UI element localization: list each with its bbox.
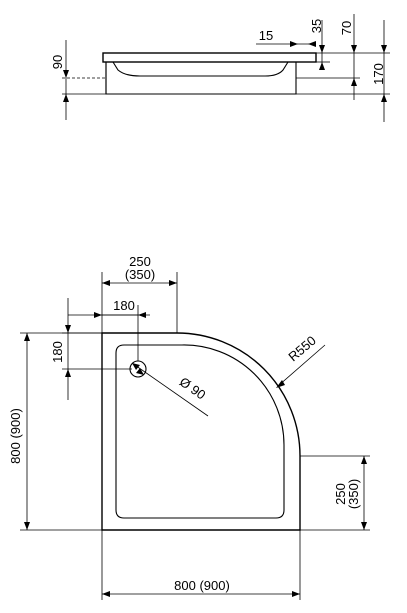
dim-90-label: 90 [50,55,65,69]
plan-view: Ø 90 R550 250 (350) 180 180 800 (90 [8,254,370,600]
dim-top-250: 250 [129,254,151,269]
tray-body [105,61,297,95]
dim-70-label: 70 [339,21,354,35]
dim-15-label: 15 [259,28,273,43]
dim-width-label: 800 (900) [174,578,230,593]
dim-180-top: 180 [113,298,135,313]
dim-170-label: 170 [371,63,386,85]
dim-top-350: (350) [125,267,155,282]
dim-right-350: (350) [346,479,361,509]
side-view: 90 15 35 70 170 [50,14,390,122]
tray-outline-outer [101,332,301,531]
tray-rim [102,52,317,63]
dim-height-label: 800 (900) [8,408,23,464]
radius-leader [277,344,326,387]
tray-basin [112,61,289,77]
tray-outline-inner [115,344,285,519]
drain-leader [131,362,209,417]
dim-180-left: 180 [50,341,65,363]
dim-radius-label: R550 [285,333,318,364]
dim-drain-label: Ø 90 [177,374,209,402]
dim-right-250: 250 [333,483,348,505]
dim-35-label: 35 [309,19,324,33]
